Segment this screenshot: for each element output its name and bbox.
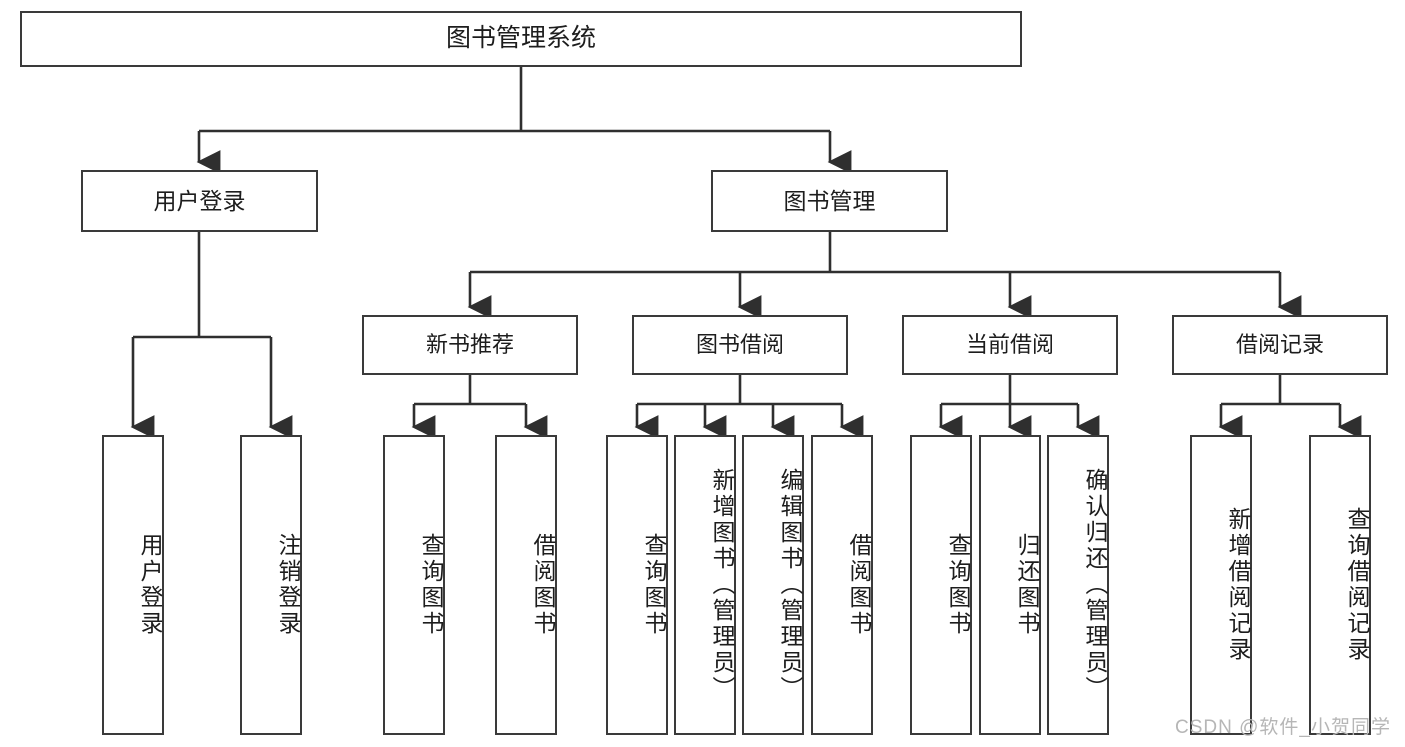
node-label: 图书管理 — [783, 187, 876, 214]
leaf-book-borrow-query-book[interactable]: 查询图书 — [606, 435, 668, 735]
node-user-login[interactable]: 用户登录 — [81, 170, 318, 232]
leaf-book-borrow-add-book-admin[interactable]: 新增图书（管理员） — [674, 435, 736, 735]
csdn-watermark: CSDN @软件_小贺同学 — [1175, 717, 1391, 738]
node-new-book-recommend[interactable]: 新书推荐 — [362, 315, 578, 375]
leaf-book-borrow-edit-book-admin[interactable]: 编辑图书（管理员） — [742, 435, 804, 735]
node-label: 归还图书 — [1014, 533, 1040, 637]
node-book-management[interactable]: 图书管理 — [711, 170, 948, 232]
node-label: 查询图书 — [641, 533, 667, 637]
node-label: 新书推荐 — [425, 332, 514, 358]
node-label: 编辑图书（管理员） — [777, 468, 803, 702]
node-label: 用户登录 — [137, 533, 163, 637]
node-label: 借阅图书 — [846, 533, 872, 637]
leaf-user-login-logout[interactable]: 注销登录 — [240, 435, 302, 735]
node-borrow-record[interactable]: 借阅记录 — [1172, 315, 1388, 375]
leaf-current-borrow-confirm-return-admin[interactable]: 确认归还（管理员） — [1047, 435, 1109, 735]
node-book-borrow[interactable]: 图书借阅 — [632, 315, 848, 375]
leaf-new-book-borrow-book[interactable]: 借阅图书 — [495, 435, 557, 735]
node-label: 注销登录 — [275, 533, 301, 637]
node-label: 图书管理系统 — [445, 24, 596, 53]
node-label: 当前借阅 — [965, 332, 1054, 358]
node-label: 确认归还（管理员） — [1082, 468, 1108, 702]
leaf-user-login-login[interactable]: 用户登录 — [102, 435, 164, 735]
leaf-borrow-record-query-record[interactable]: 查询借阅记录 — [1309, 435, 1371, 735]
node-current-borrow[interactable]: 当前借阅 — [902, 315, 1118, 375]
leaf-current-borrow-query-book[interactable]: 查询图书 — [910, 435, 972, 735]
node-label: 图书借阅 — [695, 332, 784, 358]
node-root-book-management-system[interactable]: 图书管理系统 — [20, 11, 1022, 67]
node-label: 借阅图书 — [530, 533, 556, 637]
node-label: 用户登录 — [153, 187, 246, 214]
node-label: 新增图书（管理员） — [709, 468, 735, 702]
leaf-book-borrow-borrow-book[interactable]: 借阅图书 — [811, 435, 873, 735]
node-label: 新增借阅记录 — [1225, 507, 1251, 663]
leaf-borrow-record-add-record[interactable]: 新增借阅记录 — [1190, 435, 1252, 735]
node-label: 查询图书 — [418, 533, 444, 637]
node-label: 查询图书 — [945, 533, 971, 637]
leaf-current-borrow-return-book[interactable]: 归还图书 — [979, 435, 1041, 735]
node-label: 借阅记录 — [1235, 332, 1324, 358]
node-label: 查询借阅记录 — [1344, 507, 1370, 663]
leaf-new-book-query-book[interactable]: 查询图书 — [383, 435, 445, 735]
